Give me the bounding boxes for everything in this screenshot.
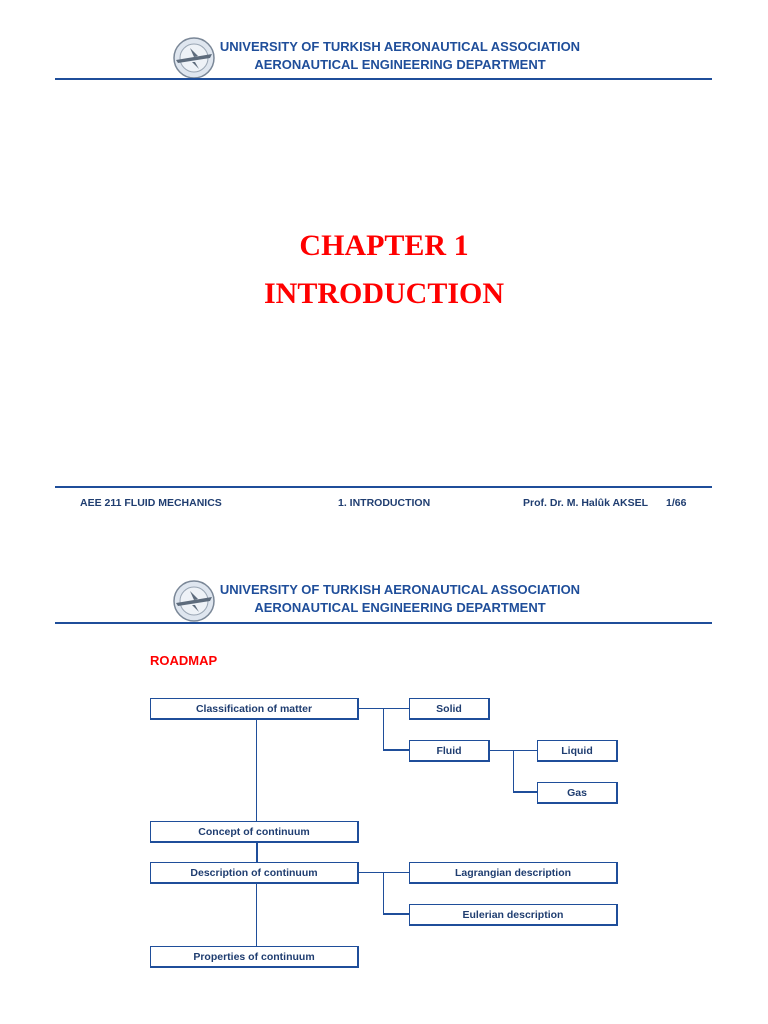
box-classification-of-matter: Classification of matter bbox=[150, 698, 359, 720]
connector-branch-fluid bbox=[383, 708, 384, 750]
box-gas: Gas bbox=[537, 782, 618, 804]
box-properties-of-continuum: Properties of continuum bbox=[150, 946, 359, 968]
slide-1: UNIVERSITY OF TURKISH AERONAUTICAL ASSOC… bbox=[55, 37, 712, 509]
footer-course: AEE 211 FLUID MECHANICS bbox=[80, 497, 222, 509]
connector-description-properties bbox=[256, 884, 257, 946]
chapter-title: INTRODUCTION bbox=[263, 277, 505, 310]
header-divider bbox=[55, 622, 712, 624]
roadmap-title: ROADMAP bbox=[150, 653, 218, 668]
connector-to-fluid bbox=[383, 749, 410, 751]
connector-to-gas bbox=[513, 791, 538, 793]
connector-branch-eulerian bbox=[383, 872, 384, 914]
department-name: AERONAUTICAL ENGINEERING DEPARTMENT bbox=[254, 600, 546, 615]
department-name: AERONAUTICAL ENGINEERING DEPARTMENT bbox=[254, 57, 546, 72]
box-concept-of-continuum: Concept of continuum bbox=[150, 821, 359, 843]
footer-author: Prof. Dr. M. Halûk AKSEL bbox=[523, 497, 649, 509]
chapter-number: CHAPTER 1 bbox=[299, 229, 469, 262]
university-seal-icon bbox=[173, 580, 215, 622]
connector-fluid-liquid bbox=[490, 750, 538, 751]
header-divider bbox=[55, 78, 712, 80]
footer-divider bbox=[55, 486, 712, 488]
connector-classification-concept bbox=[256, 720, 257, 821]
university-name: UNIVERSITY OF TURKISH AERONAUTICAL ASSOC… bbox=[219, 582, 581, 597]
connector-to-eulerian bbox=[383, 913, 410, 915]
university-seal-icon bbox=[173, 37, 215, 79]
box-description-of-continuum: Description of continuum bbox=[150, 862, 359, 884]
slide-2: UNIVERSITY OF TURKISH AERONAUTICAL ASSOC… bbox=[0, 544, 768, 1024]
footer-page-number: 1/66 bbox=[666, 497, 687, 509]
box-fluid: Fluid bbox=[409, 740, 490, 762]
box-solid: Solid bbox=[409, 698, 490, 720]
footer-chapter: 1. INTRODUCTION bbox=[338, 497, 431, 509]
box-liquid: Liquid bbox=[537, 740, 618, 762]
box-eulerian-description: Eulerian description bbox=[409, 904, 618, 926]
box-lagrangian-description: Lagrangian description bbox=[409, 862, 618, 884]
connector-classification-solid bbox=[358, 708, 410, 709]
connector-description-lagrangian bbox=[358, 872, 410, 873]
connector-concept-description bbox=[256, 842, 258, 862]
university-name: UNIVERSITY OF TURKISH AERONAUTICAL ASSOC… bbox=[219, 39, 581, 54]
connector-branch-gas bbox=[513, 750, 514, 792]
